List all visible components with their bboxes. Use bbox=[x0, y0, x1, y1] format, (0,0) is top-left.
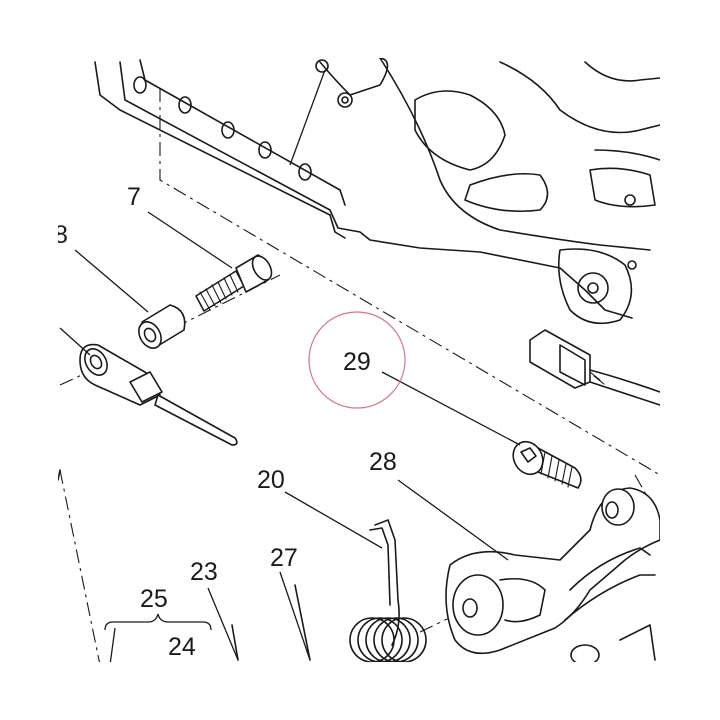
callout-24: 24 bbox=[168, 633, 196, 661]
part-28-lever bbox=[445, 487, 661, 666]
part-20-spring bbox=[349, 519, 427, 663]
right-edge-mask bbox=[660, 0, 720, 720]
callout-29: 29 bbox=[343, 348, 371, 376]
sensor-connector bbox=[529, 329, 661, 406]
callout-28: 28 bbox=[369, 448, 397, 476]
top-edge-mask bbox=[0, 0, 720, 58]
rod-end bbox=[79, 343, 238, 446]
callout-7: 7 bbox=[127, 183, 141, 211]
highlight-circle-29 bbox=[308, 311, 406, 409]
left-edge-mask bbox=[0, 0, 58, 720]
part-7-bolt bbox=[195, 254, 273, 312]
callout-20: 20 bbox=[257, 466, 285, 494]
bottom-parts bbox=[57, 469, 311, 661]
frame-bracket bbox=[94, 57, 661, 325]
part-8-bushing bbox=[138, 304, 186, 349]
bottom-edge-mask bbox=[0, 662, 720, 720]
callout-27: 27 bbox=[270, 544, 298, 572]
leader-lines bbox=[59, 69, 521, 666]
callout-25: 25 bbox=[140, 585, 168, 613]
callout-23: 23 bbox=[190, 558, 218, 586]
part-29-screw bbox=[512, 440, 582, 489]
